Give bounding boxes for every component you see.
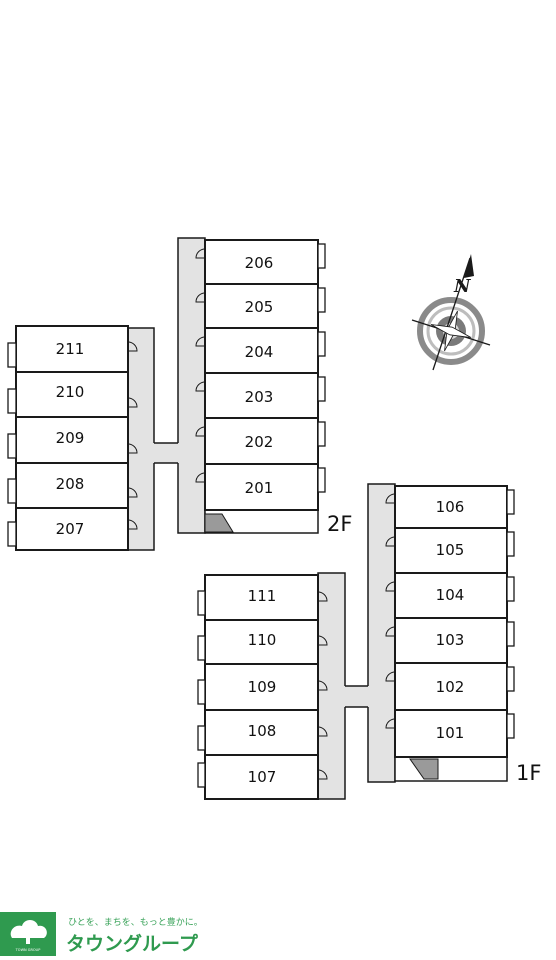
unit-label: 111 <box>248 587 277 605</box>
corridor-1f-left-wing <box>317 572 346 800</box>
unit-label: 204 <box>245 343 274 361</box>
corridor-2f-connector <box>152 443 180 463</box>
unit-205: 205 <box>195 283 326 329</box>
logo-tagline: ひとを、まちを、もっと豊かに。 <box>68 916 203 928</box>
unit-label: 210 <box>56 383 85 401</box>
tree-icon <box>10 920 47 938</box>
floor-label-2f: 2F <box>327 512 352 536</box>
unit-210: 210 <box>7 371 138 418</box>
unit-label: 102 <box>436 678 465 696</box>
unit-109: 109 <box>197 663 328 711</box>
unit-label: 211 <box>56 340 85 358</box>
unit-211: 211 <box>7 325 138 373</box>
unit-201: 201 <box>195 463 326 511</box>
north-label: N <box>453 276 472 297</box>
stairs-1f <box>409 758 439 780</box>
unit-label: 110 <box>248 631 277 649</box>
unit-label: 207 <box>56 520 85 538</box>
unit-label: 205 <box>245 298 274 316</box>
unit-202: 202 <box>195 417 326 465</box>
unit-207: 207 <box>7 507 138 551</box>
unit-label: 107 <box>248 768 277 786</box>
compass-rose-icon: N <box>411 254 491 371</box>
unit-110: 110 <box>197 619 328 665</box>
unit-106: 106 <box>385 485 515 529</box>
floor-2f-plan: 206 205 204 203 202 <box>7 237 352 551</box>
corridor-1f-connector <box>343 686 370 707</box>
logo-name: タウングループ <box>66 932 199 955</box>
corridor-1f-right-wing <box>367 483 396 783</box>
unit-209: 209 <box>7 416 138 464</box>
unit-108: 108 <box>197 709 328 756</box>
unit-203: 203 <box>195 372 326 419</box>
unit-103: 103 <box>385 617 515 664</box>
unit-101: 101 <box>385 709 515 758</box>
corridor-2f-right-wing <box>177 237 206 534</box>
unit-208: 208 <box>7 462 138 509</box>
unit-label: 105 <box>436 541 465 559</box>
unit-label: 208 <box>56 475 85 493</box>
unit-label: 101 <box>436 724 465 742</box>
unit-label: 209 <box>56 429 85 447</box>
logo-mark-text: TOWN GROUP <box>15 948 41 952</box>
unit-label: 109 <box>248 678 277 696</box>
floor-1f-plan: 106 105 104 103 102 <box>197 483 541 800</box>
floor-label-1f: 1F <box>516 761 541 785</box>
unit-105: 105 <box>385 527 515 574</box>
unit-label: 108 <box>248 722 277 740</box>
town-group-logo: TOWN GROUP ひとを、まちを、もっと豊かに。 タウングループ <box>0 912 203 956</box>
unit-206: 206 <box>195 239 326 285</box>
unit-107: 107 <box>197 754 328 800</box>
unit-111: 111 <box>197 574 328 621</box>
unit-label: 103 <box>436 631 465 649</box>
stairs-2f <box>204 513 234 533</box>
north-arrow-icon <box>464 254 474 278</box>
corridor-2f-left-wing <box>127 327 155 551</box>
unit-104: 104 <box>385 572 515 619</box>
unit-102: 102 <box>385 662 515 711</box>
unit-label: 104 <box>436 586 465 604</box>
unit-204: 204 <box>195 327 326 374</box>
unit-label: 203 <box>245 388 274 406</box>
unit-label: 206 <box>245 254 274 272</box>
unit-label: 201 <box>245 479 274 497</box>
unit-label: 202 <box>245 433 274 451</box>
unit-label: 106 <box>436 498 465 516</box>
